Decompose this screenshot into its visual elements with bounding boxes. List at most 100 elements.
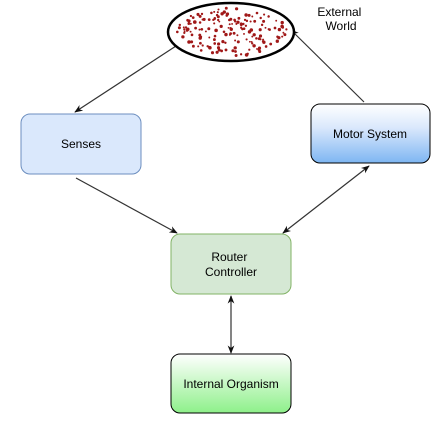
particle-dot (196, 12, 200, 16)
particle-dot (239, 22, 243, 26)
particle-dot (185, 29, 189, 32)
particle-dot (217, 8, 220, 11)
particle-dot (213, 42, 217, 45)
particle-dot (213, 34, 217, 38)
particle-dot (224, 6, 228, 10)
edge-external-to-senses[interactable] (74, 45, 177, 113)
particle-dot (258, 34, 263, 38)
particle-dot (277, 36, 281, 40)
particle-dot (243, 32, 245, 35)
particle-dot (262, 19, 266, 23)
particle-dot (245, 19, 249, 23)
external-world-node[interactable] (166, 1, 296, 63)
particle-dot (224, 32, 228, 37)
particle-dot (247, 13, 251, 17)
particle-dot (215, 13, 219, 17)
particle-dot (277, 27, 282, 32)
particle-dot (193, 20, 197, 24)
router-controller-node[interactable]: Router Controller (170, 233, 292, 295)
particle-dot (231, 22, 234, 25)
particle-dot (222, 30, 226, 34)
particle-dot (201, 18, 204, 21)
internal-organism-box[interactable] (170, 353, 292, 414)
edge-router-motor-bidirectional[interactable] (282, 165, 370, 234)
edge-senses-to-router[interactable] (75, 177, 178, 234)
particle-dot (257, 37, 261, 41)
particle-dot (244, 24, 248, 27)
particle-dot (207, 18, 211, 21)
particle-dot (177, 26, 181, 30)
particle-dot (251, 35, 254, 38)
particle-dot (236, 34, 239, 37)
particle-dot (233, 18, 236, 22)
particle-dot (251, 42, 254, 45)
particle-dot (242, 22, 245, 26)
particle-dot (237, 16, 241, 20)
particle-dot (201, 44, 204, 47)
particle-dot (198, 33, 202, 37)
senses-box[interactable] (20, 113, 142, 175)
particle-dot (253, 19, 257, 23)
particle-dot (283, 33, 287, 37)
particle-dot (252, 33, 256, 37)
particle-dot (213, 10, 216, 13)
particle-dot (178, 23, 182, 27)
particle-dot (194, 26, 198, 30)
particle-dot (198, 21, 202, 24)
particle-dot (255, 37, 258, 40)
particle-dot (267, 28, 270, 31)
particle-dot (250, 40, 253, 43)
external-world-label-line1: External (317, 5, 361, 19)
particle-dot (216, 11, 219, 14)
particle-dot (213, 22, 216, 25)
particle-dot (262, 38, 265, 41)
external-world-label-line2: World (325, 19, 356, 33)
particle-dot (258, 28, 262, 32)
particle-dot (282, 31, 285, 34)
particle-dot (228, 23, 231, 26)
particle-dot (236, 40, 240, 44)
particle-dot (191, 44, 195, 48)
particle-dot (187, 40, 191, 44)
particle-dot (218, 20, 221, 23)
particle-dot (221, 40, 225, 44)
particle-dot (191, 16, 195, 19)
particle-dot (234, 7, 239, 11)
particle-dot (229, 27, 232, 30)
particle-dot (204, 30, 207, 33)
particle-dot (189, 14, 193, 18)
particle-dot (255, 11, 259, 15)
particle-dot (183, 28, 186, 31)
particle-dot (215, 50, 219, 54)
motor-system-box[interactable] (310, 103, 431, 164)
particle-dot (267, 15, 270, 18)
motor-system-node[interactable]: Motor System (310, 103, 431, 164)
internal-organism-node[interactable]: Internal Organism (170, 353, 292, 414)
particle-dot (260, 23, 264, 27)
particle-dot (208, 46, 212, 50)
particle-dot (245, 38, 248, 41)
particle-dot (190, 40, 194, 44)
particle-dot (236, 20, 240, 24)
particle-dot (264, 45, 268, 48)
particle-dot (227, 26, 230, 29)
particle-dot (263, 13, 266, 16)
particle-dot (224, 41, 227, 44)
particle-dot (249, 28, 254, 32)
particle-dot (269, 42, 273, 46)
router-controller-box[interactable] (170, 233, 292, 295)
particle-dot (234, 54, 238, 57)
particle-dot (199, 41, 202, 45)
external-world-ellipse[interactable] (166, 1, 296, 63)
particle-dot (187, 22, 191, 25)
particle-dot (207, 27, 211, 31)
senses-node[interactable]: Senses (20, 113, 142, 175)
particle-dot (225, 14, 229, 17)
particle-dot (206, 45, 209, 48)
particle-dot (248, 48, 251, 51)
particle-dot (212, 38, 216, 42)
internal-organism-label: Internal Organism (183, 377, 278, 391)
particle-dot (210, 51, 215, 55)
edge-motor-to-external[interactable] (290, 29, 365, 103)
